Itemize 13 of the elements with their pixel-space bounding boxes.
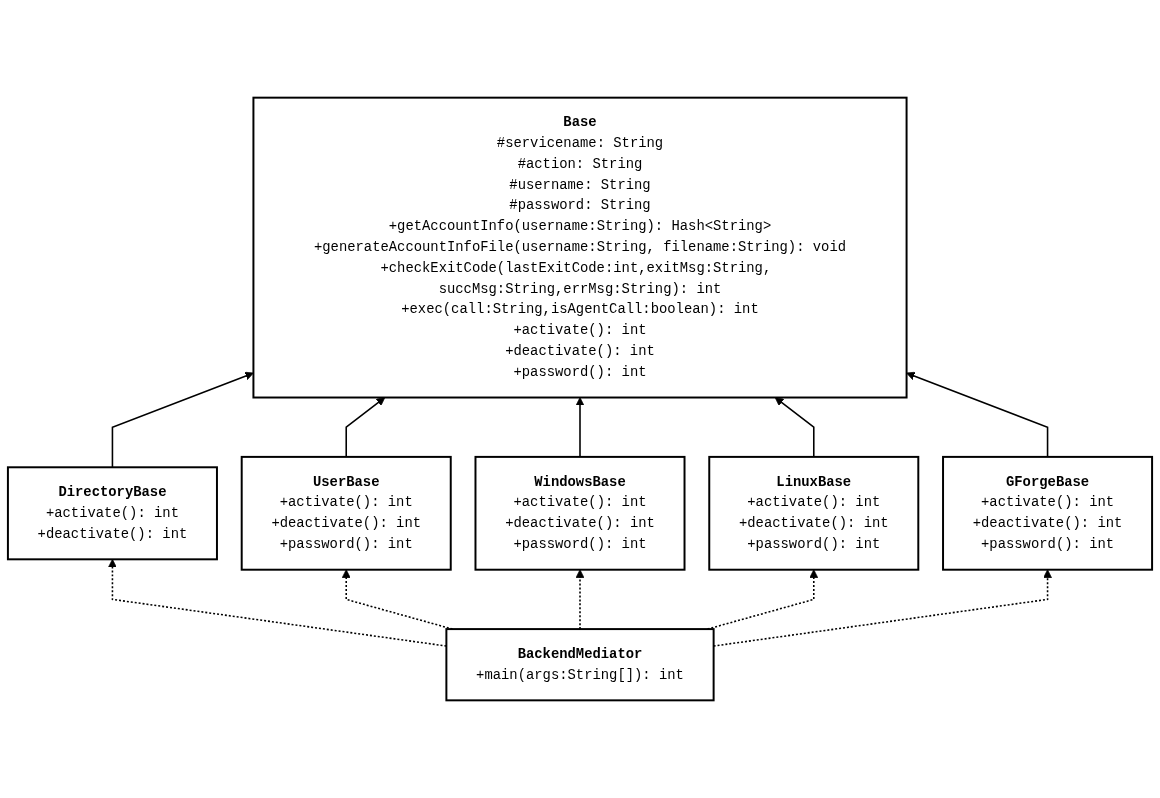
node-box: BackendMediator +main(args:String[]): int [445, 628, 715, 702]
arrow [575, 569, 585, 630]
arrow [111, 371, 254, 469]
node-box: WindowsBase +activate(): int +deactivate(): int +password(): int [474, 455, 686, 571]
node-box: GForgeBase +activate(): int +deactivate(): int +password(): int [942, 455, 1154, 571]
node-box: LinuxBase +activate(): int +deactivate(): int +password(): int [708, 455, 920, 571]
node-box: DirectoryBase +activate(): int +deactivate(): int [6, 466, 218, 561]
node-box: UserBase +activate(): int +deactivate(): int +password(): int [240, 455, 452, 571]
arrow [906, 371, 1049, 458]
arrow [575, 397, 585, 458]
node-box: Base #servicename: String #action: String #username: String #password: String +getAccountInfo(username:String): Hash<String> +generateAccountInfoFile(username:String, filename:String): void +checkExitCode(lastExitCode:int,exitMsg:String, succMsg:String,errMsg:String): int +exec(call:String,isAgentCall:boolean): int +activate(): int +deactivate(): int +password(): int [252, 96, 908, 399]
arrow [774, 397, 815, 458]
arrow [345, 397, 386, 458]
